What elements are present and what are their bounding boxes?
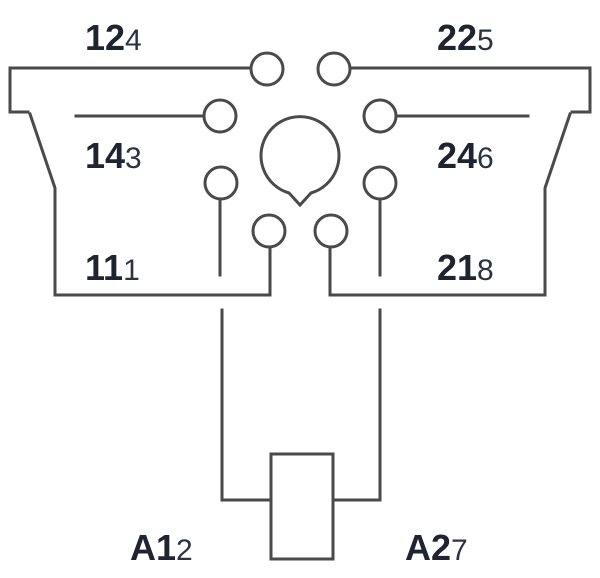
label-22-5: 225 — [437, 17, 494, 58]
pin-4 — [249, 51, 285, 87]
coil — [269, 452, 335, 561]
pin-6 — [362, 98, 398, 134]
right-contact-set — [328, 66, 592, 297]
label-24-6: 246 — [437, 135, 494, 176]
socket — [202, 51, 398, 249]
coil-circuit — [220, 308, 382, 561]
label-14-3: 143 — [85, 135, 142, 176]
wire-a1 — [220, 308, 274, 502]
pin-8 — [362, 165, 398, 201]
label-12-4: 124 — [85, 17, 142, 58]
terminal-labels: 124 225 143 246 111 218 A12 A27 — [85, 17, 494, 568]
label-a1-2: A12 — [130, 527, 193, 568]
pin-1 — [203, 165, 239, 201]
switch-blade-right — [328, 112, 572, 297]
left-contact-set — [8, 66, 272, 297]
pin-1b — [251, 213, 287, 249]
center-key — [259, 115, 341, 208]
wire-a2 — [330, 308, 382, 502]
switch-blade-left — [28, 112, 272, 297]
label-11-1: 111 — [85, 247, 140, 288]
wire-12 — [8, 66, 254, 114]
wire-22 — [348, 66, 592, 114]
label-a2-7: A27 — [405, 527, 468, 568]
pin-8b — [313, 213, 349, 249]
label-21-8: 218 — [437, 247, 494, 288]
pin-3 — [202, 98, 238, 134]
pin-5 — [316, 51, 352, 87]
